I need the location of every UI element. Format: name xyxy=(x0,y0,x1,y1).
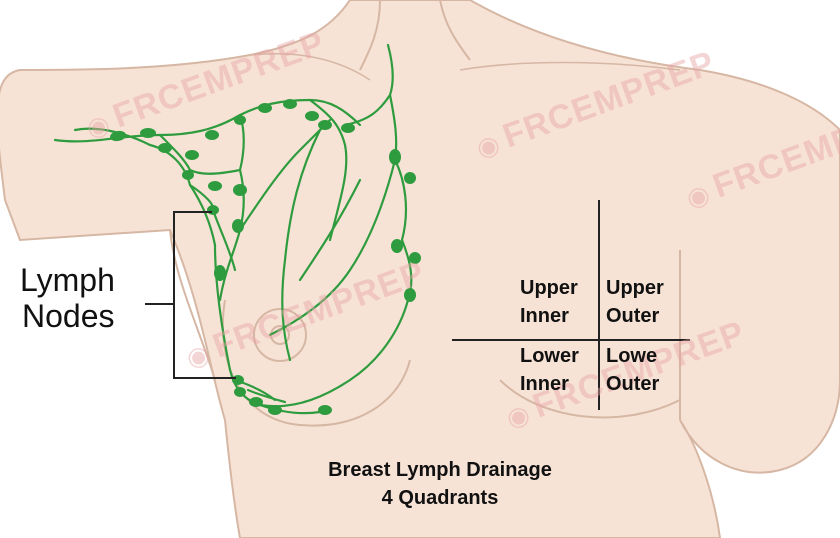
lymph-node xyxy=(214,265,226,281)
lymph-node xyxy=(158,143,172,153)
quadrant-lower-outer: Lowe Outer xyxy=(606,342,659,398)
areola xyxy=(253,308,307,362)
lymph-node xyxy=(140,128,156,138)
quadrant-upper-inner-line1: Upper xyxy=(520,277,578,299)
left-breast-outline xyxy=(221,299,411,427)
lymph-node xyxy=(233,184,247,196)
lymph-node xyxy=(207,205,219,215)
lymph-node xyxy=(232,219,244,233)
right-breast-outline xyxy=(499,379,681,419)
lymph-node xyxy=(268,405,282,415)
lymph-node xyxy=(110,130,126,142)
lymph-node xyxy=(391,239,403,253)
lymph-node xyxy=(208,181,222,191)
lymph-node xyxy=(318,405,332,415)
lymph-node xyxy=(389,149,401,165)
lymph-node xyxy=(234,115,246,125)
lymph-node xyxy=(234,387,246,397)
lymph-node xyxy=(404,172,416,184)
lymph-node xyxy=(404,288,416,302)
quadrant-upper-inner-line2: Inner xyxy=(520,305,569,327)
lymph-node xyxy=(318,120,332,130)
quadrant-upper-inner: Upper Inner xyxy=(520,274,578,330)
neck-line-right xyxy=(439,0,471,61)
arm-edge-left xyxy=(169,229,216,381)
quadrant-upper-outer-line2: Outer xyxy=(606,305,660,327)
lymph-nodes xyxy=(110,99,421,415)
lymph-node xyxy=(185,150,199,160)
lymph-nodes-bracket xyxy=(145,211,236,379)
lymph-nodes-label: Lymph Nodes xyxy=(20,262,115,334)
lymph-nodes-label-line2: Nodes xyxy=(22,298,115,334)
quadrant-lower-outer-line2: Outer xyxy=(606,373,660,395)
lymph-node xyxy=(409,252,421,264)
lymph-node xyxy=(205,130,219,140)
quadrant-upper-outer: Upper Outer xyxy=(606,274,664,330)
caption-line2: 4 Quadrants xyxy=(381,487,499,509)
lymph-node xyxy=(249,397,263,407)
neck-line-left xyxy=(359,0,381,71)
clavicle-line-left xyxy=(249,52,371,81)
quadrant-lower-inner: Lower Inner xyxy=(520,342,579,398)
lymph-node xyxy=(258,103,272,113)
caption: Breast Lymph Drainage 4 Quadrants xyxy=(230,456,650,512)
caption-line1: Breast Lymph Drainage xyxy=(328,459,552,481)
lymph-node xyxy=(283,99,297,109)
lymph-nodes-label-line1: Lymph xyxy=(20,262,115,298)
quadrant-lower-outer-line1: Lowe xyxy=(606,345,658,367)
quadrant-lower-inner-line1: Lower xyxy=(520,345,579,367)
lymph-node xyxy=(305,111,319,121)
quadrant-upper-outer-line1: Upper xyxy=(606,277,664,299)
lymph-node xyxy=(232,375,244,385)
quadrant-lower-inner-line2: Inner xyxy=(520,373,569,395)
lymph-node xyxy=(341,123,355,133)
clavicle-line-right xyxy=(459,61,681,71)
lymph-node xyxy=(182,170,194,180)
